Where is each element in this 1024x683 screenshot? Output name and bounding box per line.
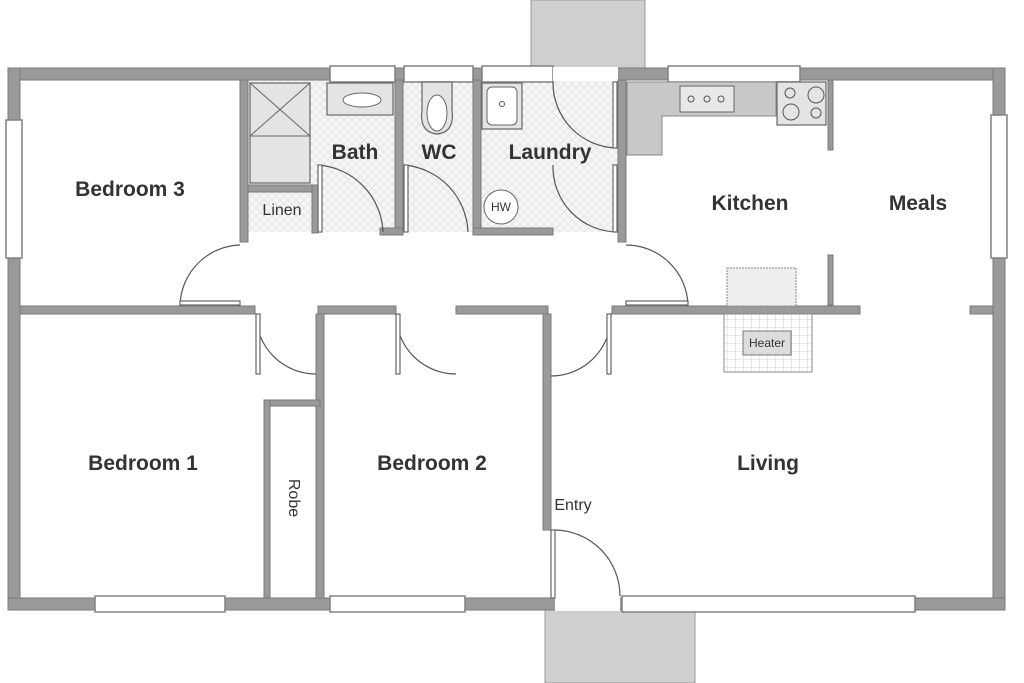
front-path: [544, 609, 696, 683]
windows: [5, 65, 1008, 613]
hot-water-unit: HW: [483, 189, 519, 225]
heater-label: Heater: [749, 336, 785, 350]
doors[interactable]: [179, 81, 689, 599]
cooktop: [776, 81, 827, 126]
room-label-linen: Linen: [262, 202, 301, 219]
vanity-basin: [326, 82, 394, 116]
room-label-bedroom-1: Bedroom 1: [88, 452, 198, 475]
toilet: [420, 81, 454, 135]
rear-path: [530, 0, 646, 69]
room-label-kitchen: Kitchen: [711, 192, 788, 215]
room-label-wc: WC: [422, 141, 457, 164]
laundry-tub: [481, 82, 523, 130]
room-label-bedroom-3: Bedroom 3: [75, 178, 185, 201]
room-label-robe: Robe: [285, 479, 302, 517]
heater-hearth: Heater: [723, 313, 813, 373]
room-label-bedroom-2: Bedroom 2: [377, 452, 487, 475]
kitchen-bench: [626, 81, 777, 156]
interior-walls: [19, 79, 994, 599]
room-label-meals: Meals: [889, 192, 947, 215]
fridge-space: [726, 267, 797, 307]
room-label-laundry: Laundry: [509, 141, 592, 164]
room-label-entry: Entry: [554, 497, 591, 514]
hot-water-label: HW: [491, 200, 512, 214]
bathtub: [249, 82, 311, 184]
room-label-living: Living: [737, 452, 799, 475]
room-label-bath: Bath: [332, 141, 379, 164]
